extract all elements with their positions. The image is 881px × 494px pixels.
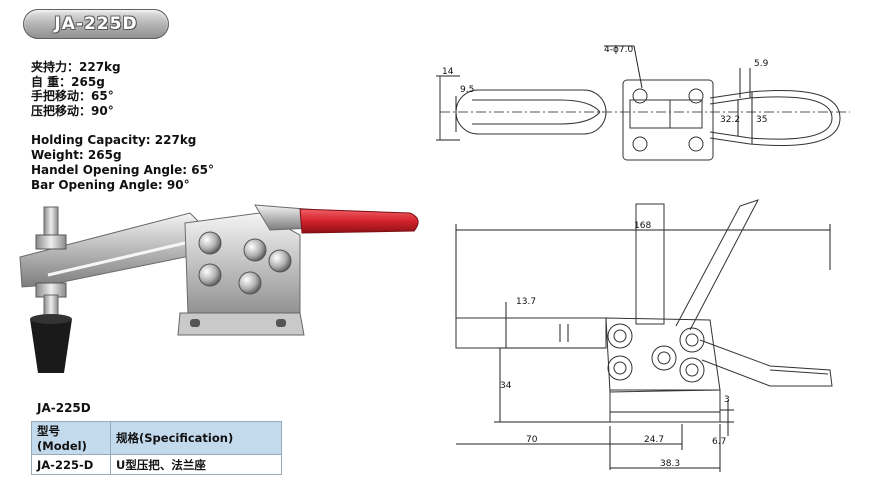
dim-6-7: 6.7	[712, 437, 726, 447]
rivet	[268, 249, 292, 273]
table-header-spec: 规格(Specification)	[110, 421, 282, 455]
side-view: 168 13.7 34 70	[455, 199, 833, 472]
handle-grip	[299, 208, 419, 234]
rivet	[198, 263, 222, 287]
dim-hole: 4-ϕ7.0	[604, 45, 633, 55]
spec-en-weight: Weight: 265g	[31, 148, 122, 162]
specs-chinese: 夹持力：227kg 自 重：265g 手把移动：65° 压把移动：90°	[31, 60, 121, 118]
table-header-model: 型号(Model)	[31, 421, 111, 455]
spec-en-handle-angle: Handel Opening Angle: 65°	[31, 163, 214, 177]
model-badge: JA-225D	[23, 9, 169, 39]
rubber-tip	[30, 319, 72, 373]
model-badge-label: JA-225D	[54, 14, 138, 34]
spec-cn-weight: 自 重：265g	[31, 74, 105, 89]
spec-cn-handle-angle: 手把移动：65°	[31, 89, 114, 103]
dim-14: 14	[442, 67, 454, 77]
dim-35: 35	[756, 115, 767, 125]
base-flange	[177, 312, 305, 336]
dim-38-3: 38.3	[660, 459, 680, 469]
spec-en-bar-angle: Bar Opening Angle: 90°	[31, 178, 190, 192]
rivet	[238, 271, 262, 295]
top-view: 14 9.5 4-ϕ7.0 5.9 32.2 35	[436, 45, 850, 161]
table-cell-model: JA-225-D	[31, 454, 111, 475]
dim-70: 70	[526, 435, 538, 445]
technical-drawing: 14 9.5 4-ϕ7.0 5.9 32.2 35 168	[436, 45, 850, 472]
dim-5-9: 5.9	[754, 59, 769, 69]
spec-cn-holding: 夹持力：227kg	[31, 60, 121, 74]
table-row: JA-225-D U型压把、法兰座	[31, 454, 282, 475]
spec-table: 型号(Model) 规格(Specification) JA-225-D U型压…	[31, 421, 282, 475]
dim-9-5: 9.5	[460, 85, 474, 95]
clamp-photo	[19, 204, 419, 373]
rivet	[243, 238, 267, 262]
dim-24-7: 24.7	[644, 435, 664, 445]
dim-13-7: 13.7	[516, 297, 536, 307]
table-cell-spec: U型压把、法兰座	[110, 454, 282, 475]
model-title: JA-225D	[37, 401, 91, 415]
dim-34: 34	[500, 381, 512, 391]
spec-en-holding: Holding Capacity: 227kg	[31, 133, 197, 147]
rivet	[198, 231, 222, 255]
table-header-row: 型号(Model) 规格(Specification)	[31, 421, 282, 455]
dim-168: 168	[634, 221, 651, 231]
specs-english: Holding Capacity: 227kg Weight: 265g Han…	[31, 133, 214, 193]
spec-cn-bar-angle: 压把移动：90°	[31, 103, 114, 118]
dim-3: 3	[724, 395, 730, 405]
dim-32-2: 32.2	[720, 115, 740, 125]
